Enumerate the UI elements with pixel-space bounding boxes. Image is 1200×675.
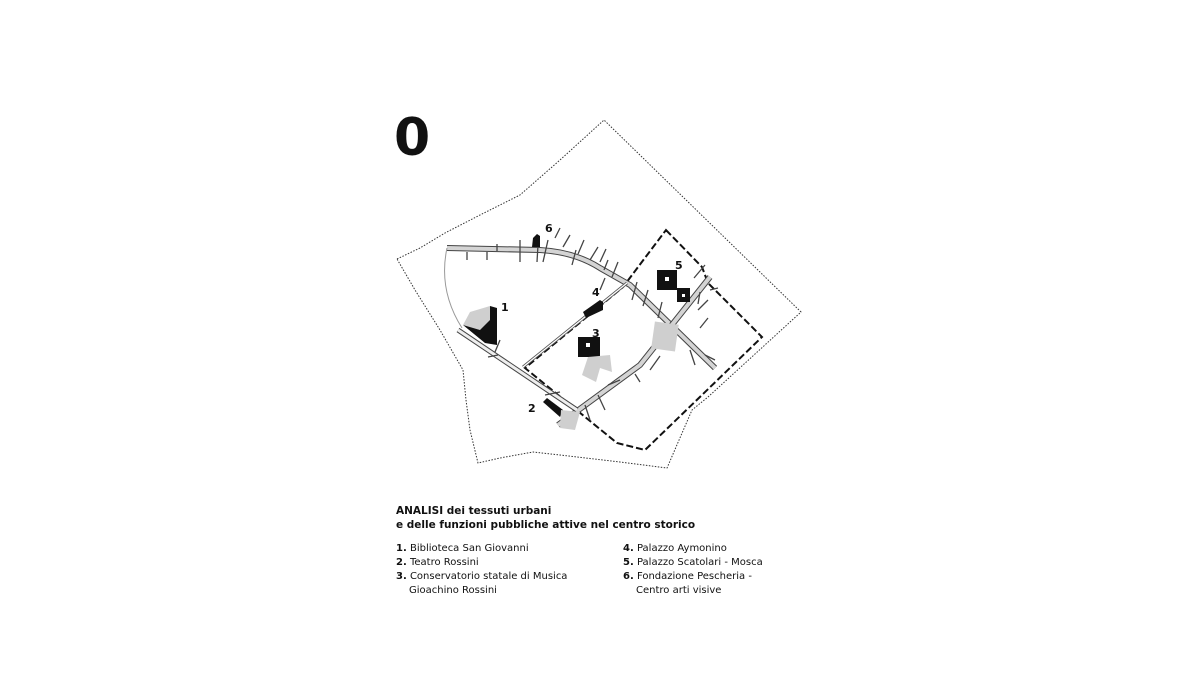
legend-num: 6. <box>623 571 634 582</box>
road-network <box>444 227 719 428</box>
legend-item: 3. Conservatorio statale di Musica <box>396 570 567 584</box>
building-1-open-space <box>463 306 492 330</box>
building-1 <box>463 306 497 345</box>
title-line2: e delle funzioni pubbliche attive nel ce… <box>396 519 696 531</box>
map-number: 0 <box>394 108 431 168</box>
legend-name: Fondazione Pescheria - <box>636 571 752 582</box>
marker-5: 5 <box>675 259 683 272</box>
legend-item: 2. Teatro Rossini <box>396 556 567 570</box>
title-lead: ANALISI <box>396 505 444 517</box>
marker-3: 3 <box>592 327 600 340</box>
title-line1: dei tessuti urbani <box>443 505 552 517</box>
building-6 <box>532 234 540 247</box>
buildings <box>463 234 690 430</box>
legend-name-cont: Centro arti visive <box>636 585 722 596</box>
legend-name: Palazzo Aymonino <box>636 543 727 554</box>
legend-name: Biblioteca San Giovanni <box>409 543 529 554</box>
legend-item: 4. Palazzo Aymonino <box>623 542 763 556</box>
legend-name: Teatro Rossini <box>409 557 479 568</box>
marker-1: 1 <box>501 301 509 314</box>
legend-name-cont: Gioachino Rossini <box>409 585 497 596</box>
historic-center-boundary <box>523 228 764 452</box>
building-4 <box>583 300 603 318</box>
legend-num: 2. <box>396 557 407 568</box>
legend-num: 5. <box>623 557 634 568</box>
legend-column-1: 1. Biblioteca San Giovanni 2. Teatro Ros… <box>396 542 567 598</box>
legend-item: 5. Palazzo Scatolari - Mosca <box>623 556 763 570</box>
marker-6: 6 <box>545 222 553 235</box>
legend-item: 1. Biblioteca San Giovanni <box>396 542 567 556</box>
marker-4: 4 <box>592 286 600 299</box>
legend-num: 3. <box>396 571 407 582</box>
legend-num: 1. <box>396 543 407 554</box>
main-square <box>651 321 679 352</box>
municipal-boundary <box>396 119 802 469</box>
legend-title: ANALISI dei tessuti urbani e delle funzi… <box>396 504 695 532</box>
marker-2: 2 <box>528 402 536 415</box>
legend-name: Conservatorio statale di Musica <box>409 571 568 582</box>
building-2-open-space <box>560 410 580 430</box>
legend-item: 6. Fondazione Pescheria - <box>623 570 763 584</box>
map-markers: 1 2 3 4 5 6 <box>501 222 683 415</box>
legend-column-2: 4. Palazzo Aymonino 5. Palazzo Scatolari… <box>623 542 763 598</box>
building-3-open-space <box>582 355 612 382</box>
legend-num: 4. <box>623 543 634 554</box>
building-2 <box>543 398 563 417</box>
legend-name: Palazzo Scatolari - Mosca <box>636 557 763 568</box>
